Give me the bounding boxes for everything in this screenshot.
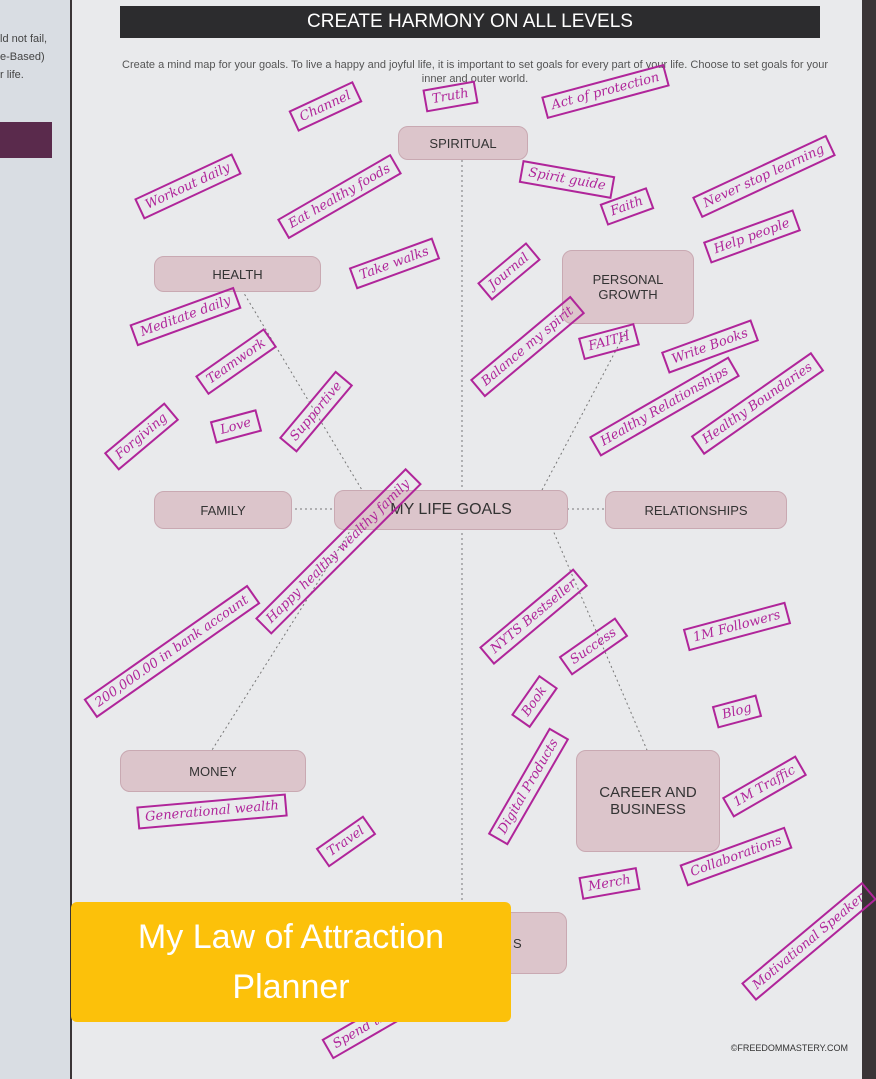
overlay-line-2: Planner bbox=[232, 968, 350, 1006]
node-spiritual: SPIRITUAL bbox=[398, 126, 528, 160]
page-banner: CREATE HARMONY ON ALL LEVELS bbox=[120, 6, 820, 38]
planner-title-overlay: My Law of Attraction Planner bbox=[71, 902, 511, 1022]
left-page: ld not fail, e-Based) r life. bbox=[0, 0, 70, 1079]
node-relationships: RELATIONSHIPS bbox=[605, 491, 787, 529]
connector-lines bbox=[211, 160, 648, 900]
planner-page: CREATE HARMONY ON ALL LEVELS Create a mi… bbox=[72, 0, 876, 1079]
overlay-line-1: My Law of Attraction bbox=[137, 918, 445, 956]
left-page-text: ld not fail, e-Based) r life. bbox=[0, 33, 48, 81]
copyright: ©FREEDOMMASTERY.COM bbox=[730, 1043, 848, 1053]
node-family: FAMILY bbox=[154, 491, 292, 529]
node-center: MY LIFE GOALS bbox=[334, 490, 568, 530]
left-page-tab bbox=[0, 122, 52, 158]
node-money: MONEY bbox=[120, 750, 306, 792]
node-personal-growth: PERSONAL GROWTH bbox=[562, 250, 694, 324]
node-health: HEALTH bbox=[154, 256, 321, 292]
intro-text: Create a mind map for your goals. To liv… bbox=[122, 59, 828, 85]
node-career: CAREER AND BUSINESS bbox=[576, 750, 720, 852]
